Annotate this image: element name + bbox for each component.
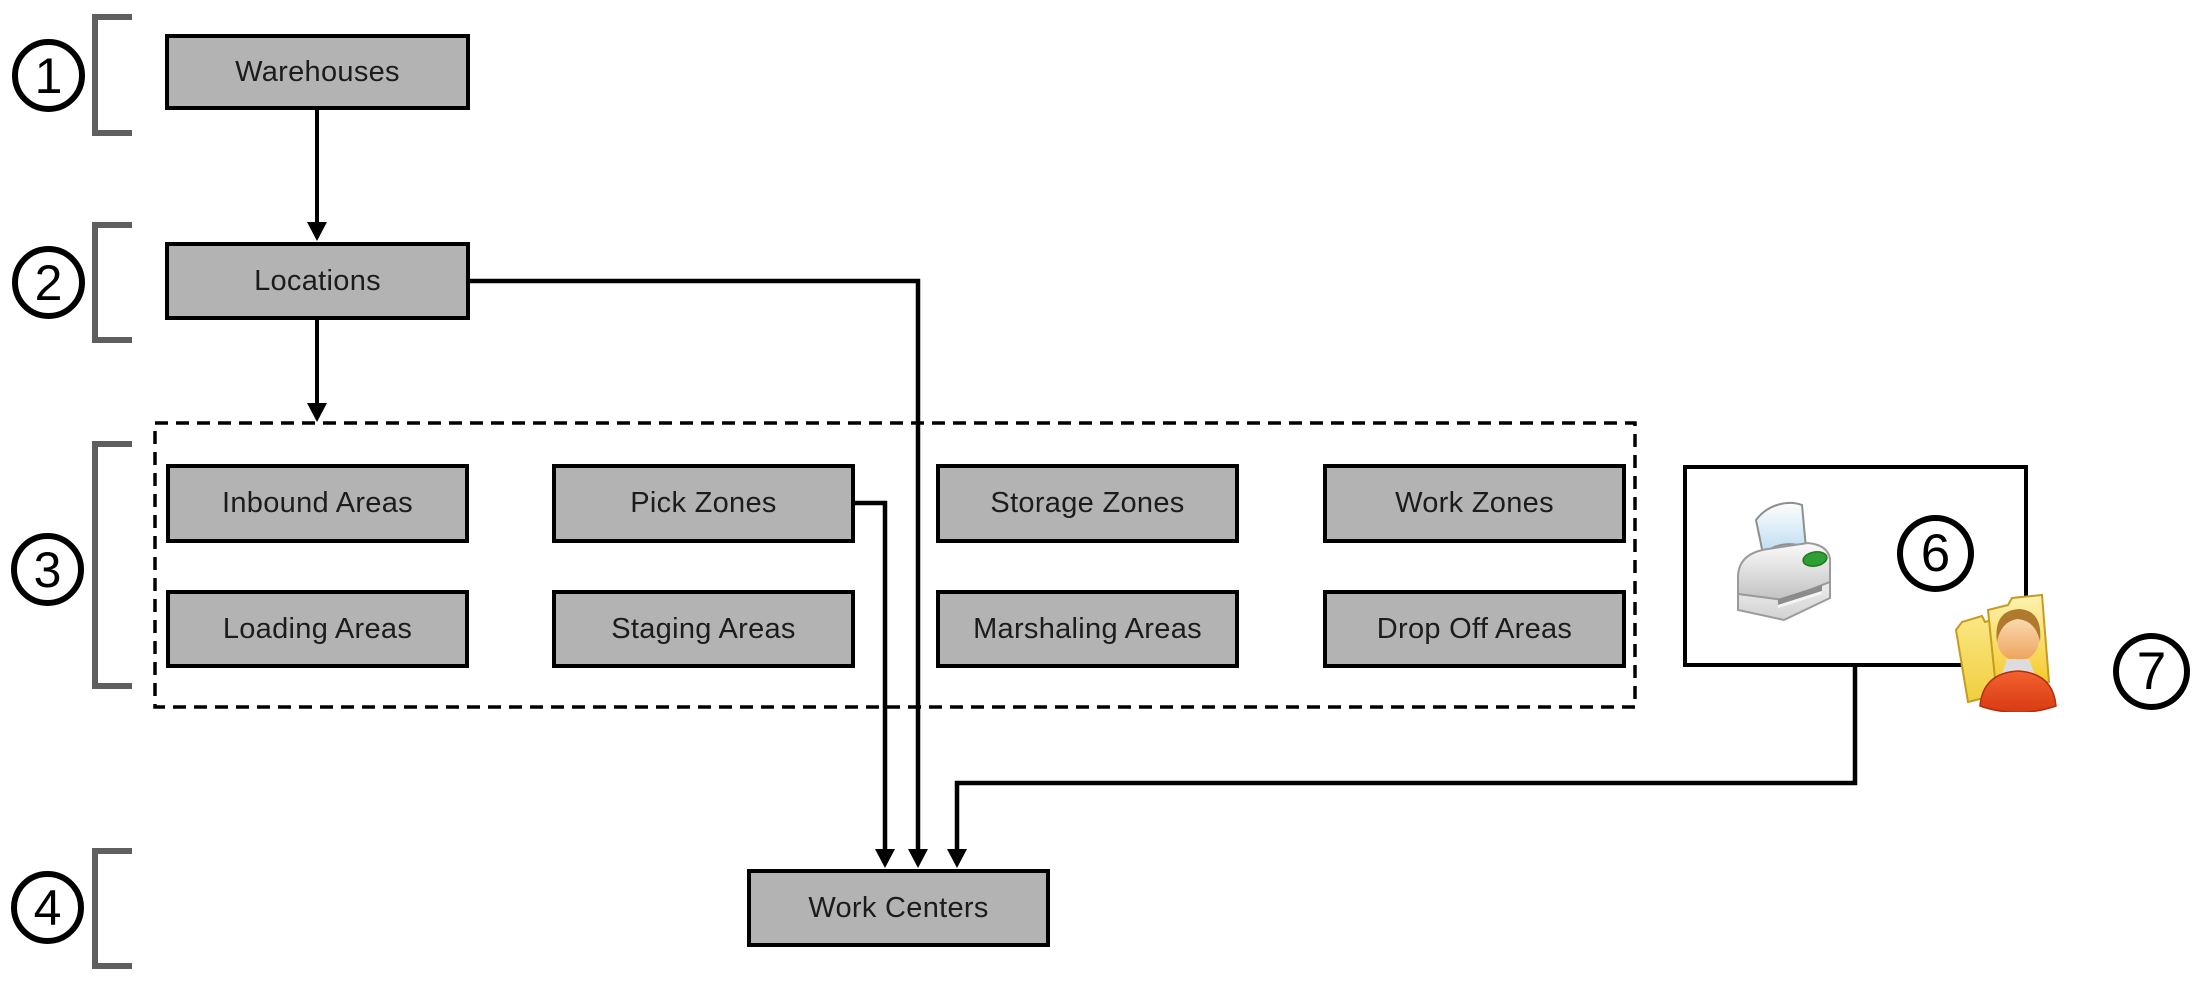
arrowhead-workcenters-left (875, 849, 895, 868)
arrowhead-workcenters-middle (908, 849, 928, 868)
callout-7-number: 7 (2136, 642, 2167, 701)
callout-6-number: 6 (1920, 524, 1951, 583)
callout-2: 2 (12, 246, 85, 319)
zones-dashed-border (153, 421, 1637, 709)
node-work-zones[interactable]: Work Zones (1323, 464, 1626, 543)
arrowhead-locations (307, 222, 327, 241)
bracket-4 (92, 848, 132, 969)
node-inbound-areas[interactable]: Inbound Areas (166, 464, 469, 543)
node-staging-areas[interactable]: Staging Areas (552, 590, 855, 668)
node-loading-areas[interactable]: Loading Areas (166, 590, 469, 668)
callout-4: 4 (11, 871, 84, 944)
arrowhead-zones (307, 403, 327, 422)
callout-3: 3 (11, 533, 84, 606)
node-storage-zones[interactable]: Storage Zones (936, 464, 1239, 543)
callout-6: 6 (1897, 515, 1974, 592)
connector-locations-workcenters (470, 278, 921, 851)
callout-1: 1 (12, 39, 85, 112)
connector-printer-workcenters (954, 667, 1858, 851)
printer-icon (1737, 501, 1831, 622)
node-locations[interactable]: Locations (165, 242, 470, 320)
node-drop-off-areas[interactable]: Drop Off Areas (1323, 590, 1626, 668)
node-work-centers[interactable]: Work Centers (747, 869, 1050, 947)
connector-pickzones-workcenters (852, 500, 888, 851)
node-warehouses[interactable]: Warehouses (165, 34, 470, 110)
node-marshaling-areas[interactable]: Marshaling Areas (936, 590, 1239, 668)
arrowhead-workcenters-right (947, 849, 967, 868)
callout-7: 7 (2113, 633, 2190, 710)
callout-2-number: 2 (34, 254, 63, 311)
callout-3-number: 3 (33, 541, 62, 598)
node-pick-zones[interactable]: Pick Zones (552, 464, 855, 543)
bracket-1 (92, 14, 132, 136)
user-folders-icon (1954, 593, 2057, 712)
bracket-3 (92, 441, 132, 689)
callout-1-number: 1 (34, 47, 63, 104)
bracket-2 (92, 222, 132, 343)
callout-4-number: 4 (33, 879, 62, 936)
